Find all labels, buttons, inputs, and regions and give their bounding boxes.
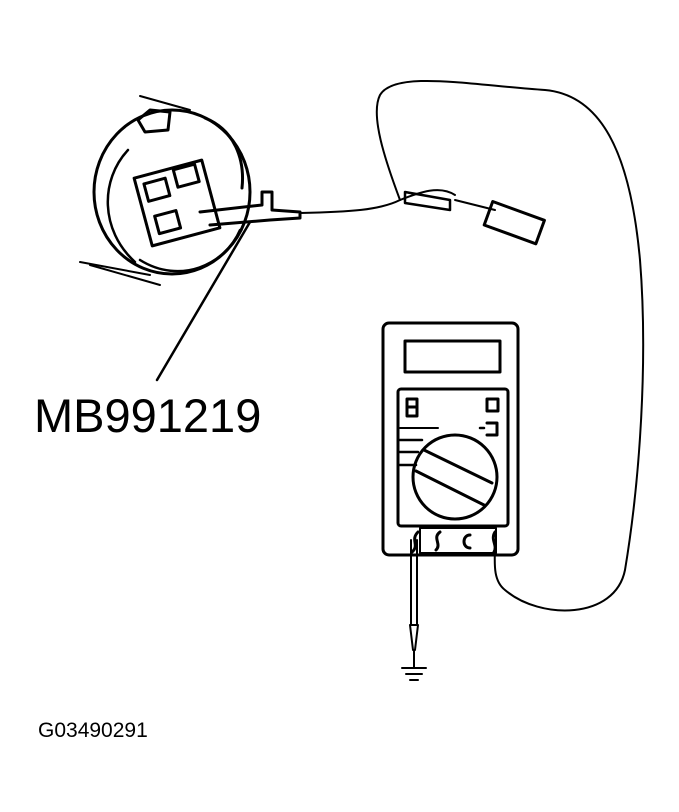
ground-probe <box>409 539 419 669</box>
multimeter <box>381 321 520 557</box>
selector-dial <box>411 433 499 521</box>
meter-lead-wire <box>375 79 645 612</box>
tool-label: MB991219 <box>34 389 261 442</box>
meter-display <box>403 339 502 374</box>
test-wire <box>299 189 456 214</box>
alligator-clip <box>403 190 546 246</box>
ground-icon <box>401 667 427 681</box>
figure-code: G03490291 <box>38 719 148 742</box>
leader-line <box>155 220 252 382</box>
connector <box>79 95 302 286</box>
